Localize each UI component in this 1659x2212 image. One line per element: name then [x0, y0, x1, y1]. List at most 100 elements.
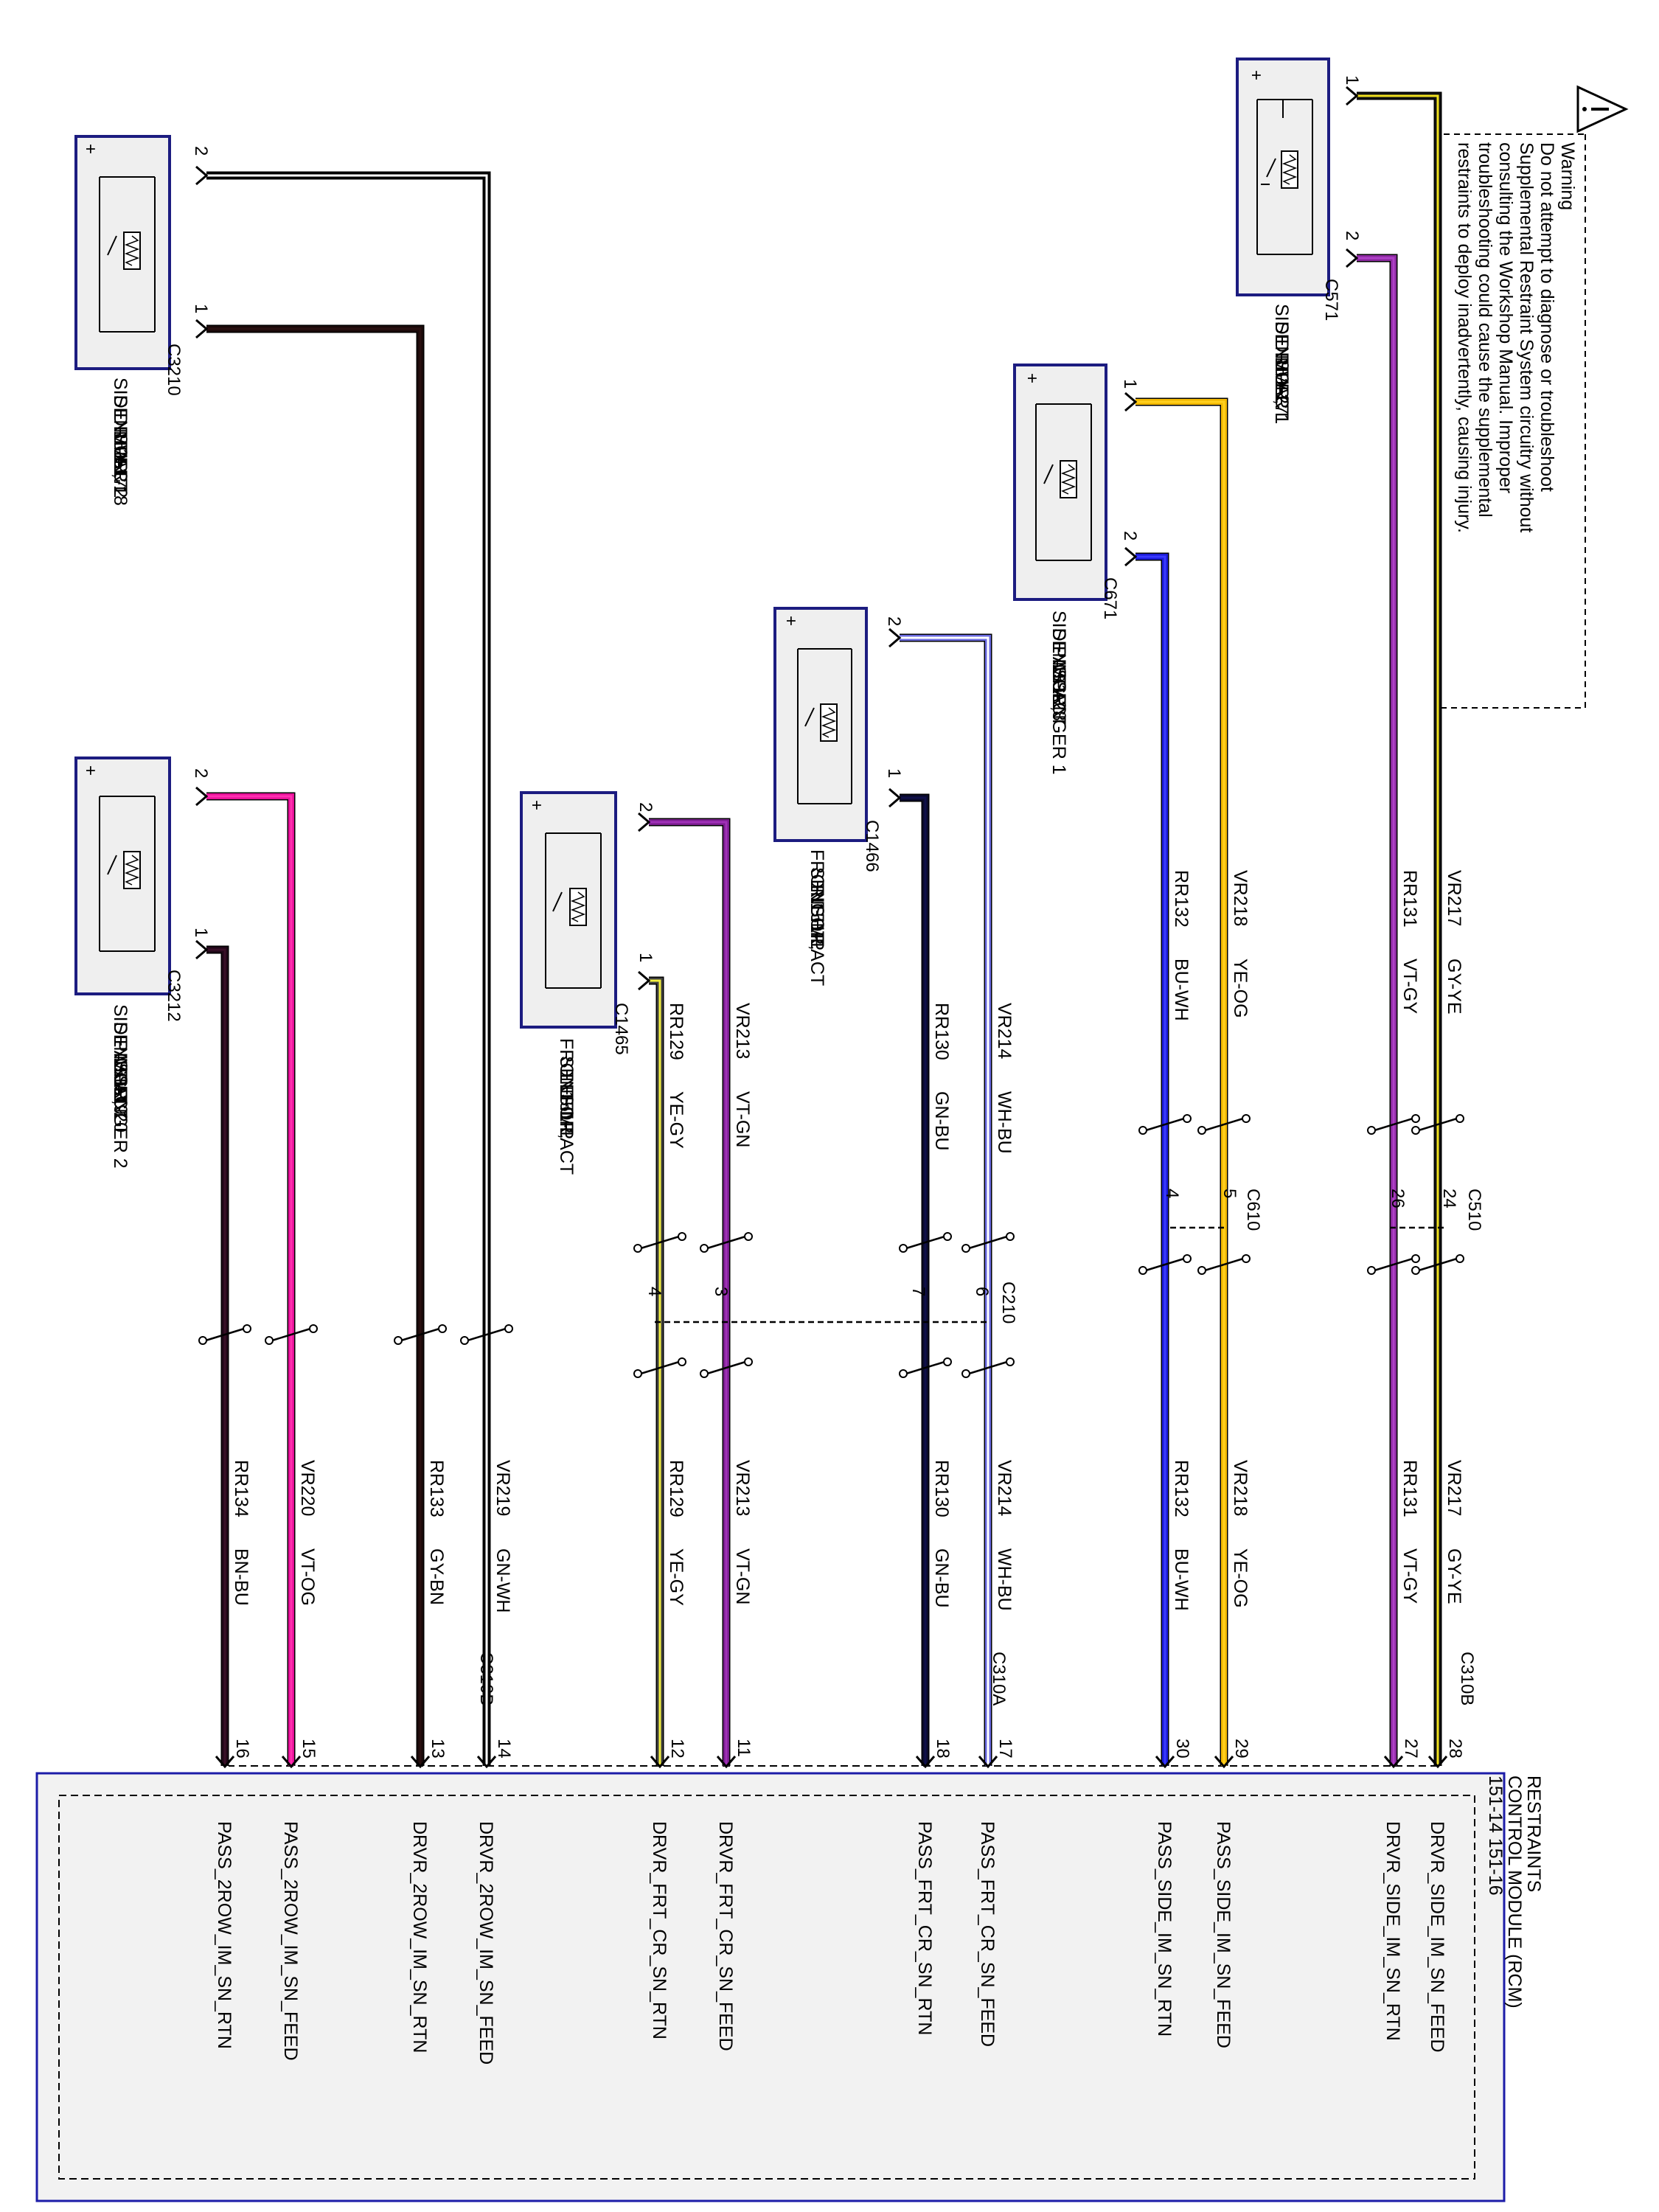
twist-end-icon: [700, 1369, 709, 1378]
sensor-connector-label: C571: [1321, 279, 1341, 321]
switch-icon: [107, 855, 117, 875]
sensor-name-line: DRIVER 2: [110, 413, 131, 498]
inline-connector-label: C210: [998, 1281, 1018, 1324]
wire-rr134: [195, 939, 251, 1769]
twist-end-icon: [460, 1336, 469, 1345]
switch-icon: [1043, 464, 1054, 484]
twist-end-icon: [899, 1244, 908, 1253]
circuit-number: RR130: [931, 1003, 952, 1060]
wire-color-code: GN-BU: [931, 1091, 952, 1151]
sensor-name-line: 151-17: [110, 431, 131, 488]
wire-outline: [1135, 552, 1169, 1766]
signal-name: PASS_SIDE_IM_SN_FEED: [1213, 1821, 1234, 2048]
warning-line-1: Warning: [1557, 142, 1578, 210]
twist-end-icon: [1455, 1254, 1464, 1263]
twist-end-icon: [198, 1336, 207, 1345]
wire-stripe-color: [1357, 257, 1395, 1766]
switch-icon: [552, 891, 563, 912]
pin-number: 1: [636, 953, 655, 962]
signal-name: PASS_FRT_CR_SN_FEED: [977, 1821, 998, 2047]
twist-end-icon: [943, 1232, 952, 1241]
twist-end-icon: [700, 1244, 709, 1253]
pin-number: 5: [1220, 1189, 1239, 1198]
module-pin-number: 17: [995, 1739, 1015, 1759]
pin-number: 1: [884, 768, 904, 778]
plus-sign: +: [526, 800, 546, 810]
wire-rr133: [195, 319, 447, 1769]
connector-arrow-icon: [215, 1756, 235, 1769]
module-pin-number: 30: [1172, 1739, 1192, 1759]
twist-end-icon: [394, 1336, 403, 1345]
switch-icon: [804, 707, 815, 727]
twisted-pair-mark: [905, 1235, 945, 1250]
sensor-name-line: SIDE IMPACT: [1048, 611, 1069, 727]
sensor-name-line: LEFT: [556, 1074, 577, 1119]
twisted-pair-mark: [640, 1235, 680, 1250]
wire-stripe-color: [649, 979, 661, 1766]
twisted-pair-mark: [1145, 1117, 1185, 1132]
twist-end-icon: [1411, 1266, 1420, 1275]
twist-end-icon: [961, 1244, 970, 1253]
twist-end-icon: [1367, 1266, 1376, 1275]
wire-base-color: [206, 947, 228, 1766]
twisted-pair-mark: [1145, 1257, 1185, 1272]
warning-triangle-icon: [1576, 85, 1629, 133]
pin-number: 1: [191, 928, 211, 937]
wire-stripe-color: [1135, 400, 1225, 1766]
wire-color-code: GN-WH: [493, 1548, 513, 1613]
connector-arrow-icon: [195, 786, 209, 807]
connector-arrow-icon: [195, 165, 209, 186]
plus-sign: +: [1022, 373, 1042, 383]
wire-color-code: YE-OG: [1230, 1548, 1251, 1608]
wire-color-code: WH-BU: [994, 1091, 1015, 1154]
circuit-number: RR132: [1171, 870, 1192, 928]
wire-color-code: GY-BN: [426, 1548, 447, 1605]
twist-end-icon: [1138, 1126, 1147, 1135]
wire-vr217: [1346, 86, 1464, 1769]
circuit-number: VR220: [297, 1460, 318, 1516]
sensor-name-line: 151-20: [110, 1075, 131, 1133]
pin-number: 1: [191, 304, 211, 313]
sensor-name-line: PASSENGER 2: [110, 1040, 131, 1169]
circuit-number: RR133: [426, 1460, 447, 1517]
wire-color-code: WH-BU: [994, 1548, 1015, 1611]
twisted-pair-mark: [467, 1327, 507, 1342]
signal-name: DRVR_SIDE_IM_SN_RTN: [1382, 1821, 1403, 2041]
warning-line-5: troubleshooting could cause the suppleme…: [1475, 142, 1495, 518]
connector-arrow-icon: [1124, 546, 1138, 567]
wire-color-code: BU-WH: [1171, 959, 1192, 1021]
switch-icon: [107, 235, 117, 256]
twist-end-icon: [438, 1324, 447, 1333]
sensor-name-line: SENSOR,: [110, 395, 131, 479]
connector-arrow-icon: [195, 319, 209, 339]
twist-end-icon: [1411, 1254, 1420, 1263]
resistor-icon: [123, 851, 141, 889]
connector-arrow-icon: [1427, 1756, 1448, 1769]
twist-end-icon: [1197, 1266, 1206, 1275]
wire-color-code: BN-BU: [231, 1548, 251, 1606]
twist-end-icon: [1006, 1232, 1015, 1241]
wire-stripe-color: [1357, 94, 1439, 1766]
circuit-number: RR131: [1399, 870, 1420, 928]
sensor-side-impact-driver-1: + SIDE IMPACT SENSOR, DRIVER 1 151-27 C5…: [1236, 58, 1362, 424]
circuit-number: VR213: [732, 1460, 753, 1516]
twisted-pair-mark: [640, 1360, 680, 1375]
sensor-name-line: 151-1: [807, 902, 827, 950]
module-pin-number: 29: [1231, 1739, 1251, 1759]
sensor-name-line: SIDE IMPACT: [1271, 304, 1292, 420]
sensor-name-line: 151-27: [1271, 357, 1292, 414]
wire-rr132: [1124, 546, 1192, 1769]
warning-line-3: Supplemental Restraint System circuitry …: [1516, 142, 1537, 532]
pin-number: 1: [1120, 379, 1140, 389]
wire-vr218: [1124, 392, 1251, 1769]
wire-stripe-color: [649, 821, 728, 1766]
wire-stripe-color: [206, 948, 226, 1766]
pin-number: 2: [1120, 531, 1140, 540]
twist-end-icon: [1138, 1266, 1147, 1275]
circuit-number: RR129: [666, 1460, 686, 1517]
module-pin-number: 16: [232, 1739, 252, 1759]
twisted-pair-mark: [1374, 1117, 1413, 1132]
pin-number: 6: [972, 1287, 992, 1296]
connector-arrow-icon: [915, 1756, 936, 1769]
connector-arrow-icon: [1346, 248, 1359, 268]
